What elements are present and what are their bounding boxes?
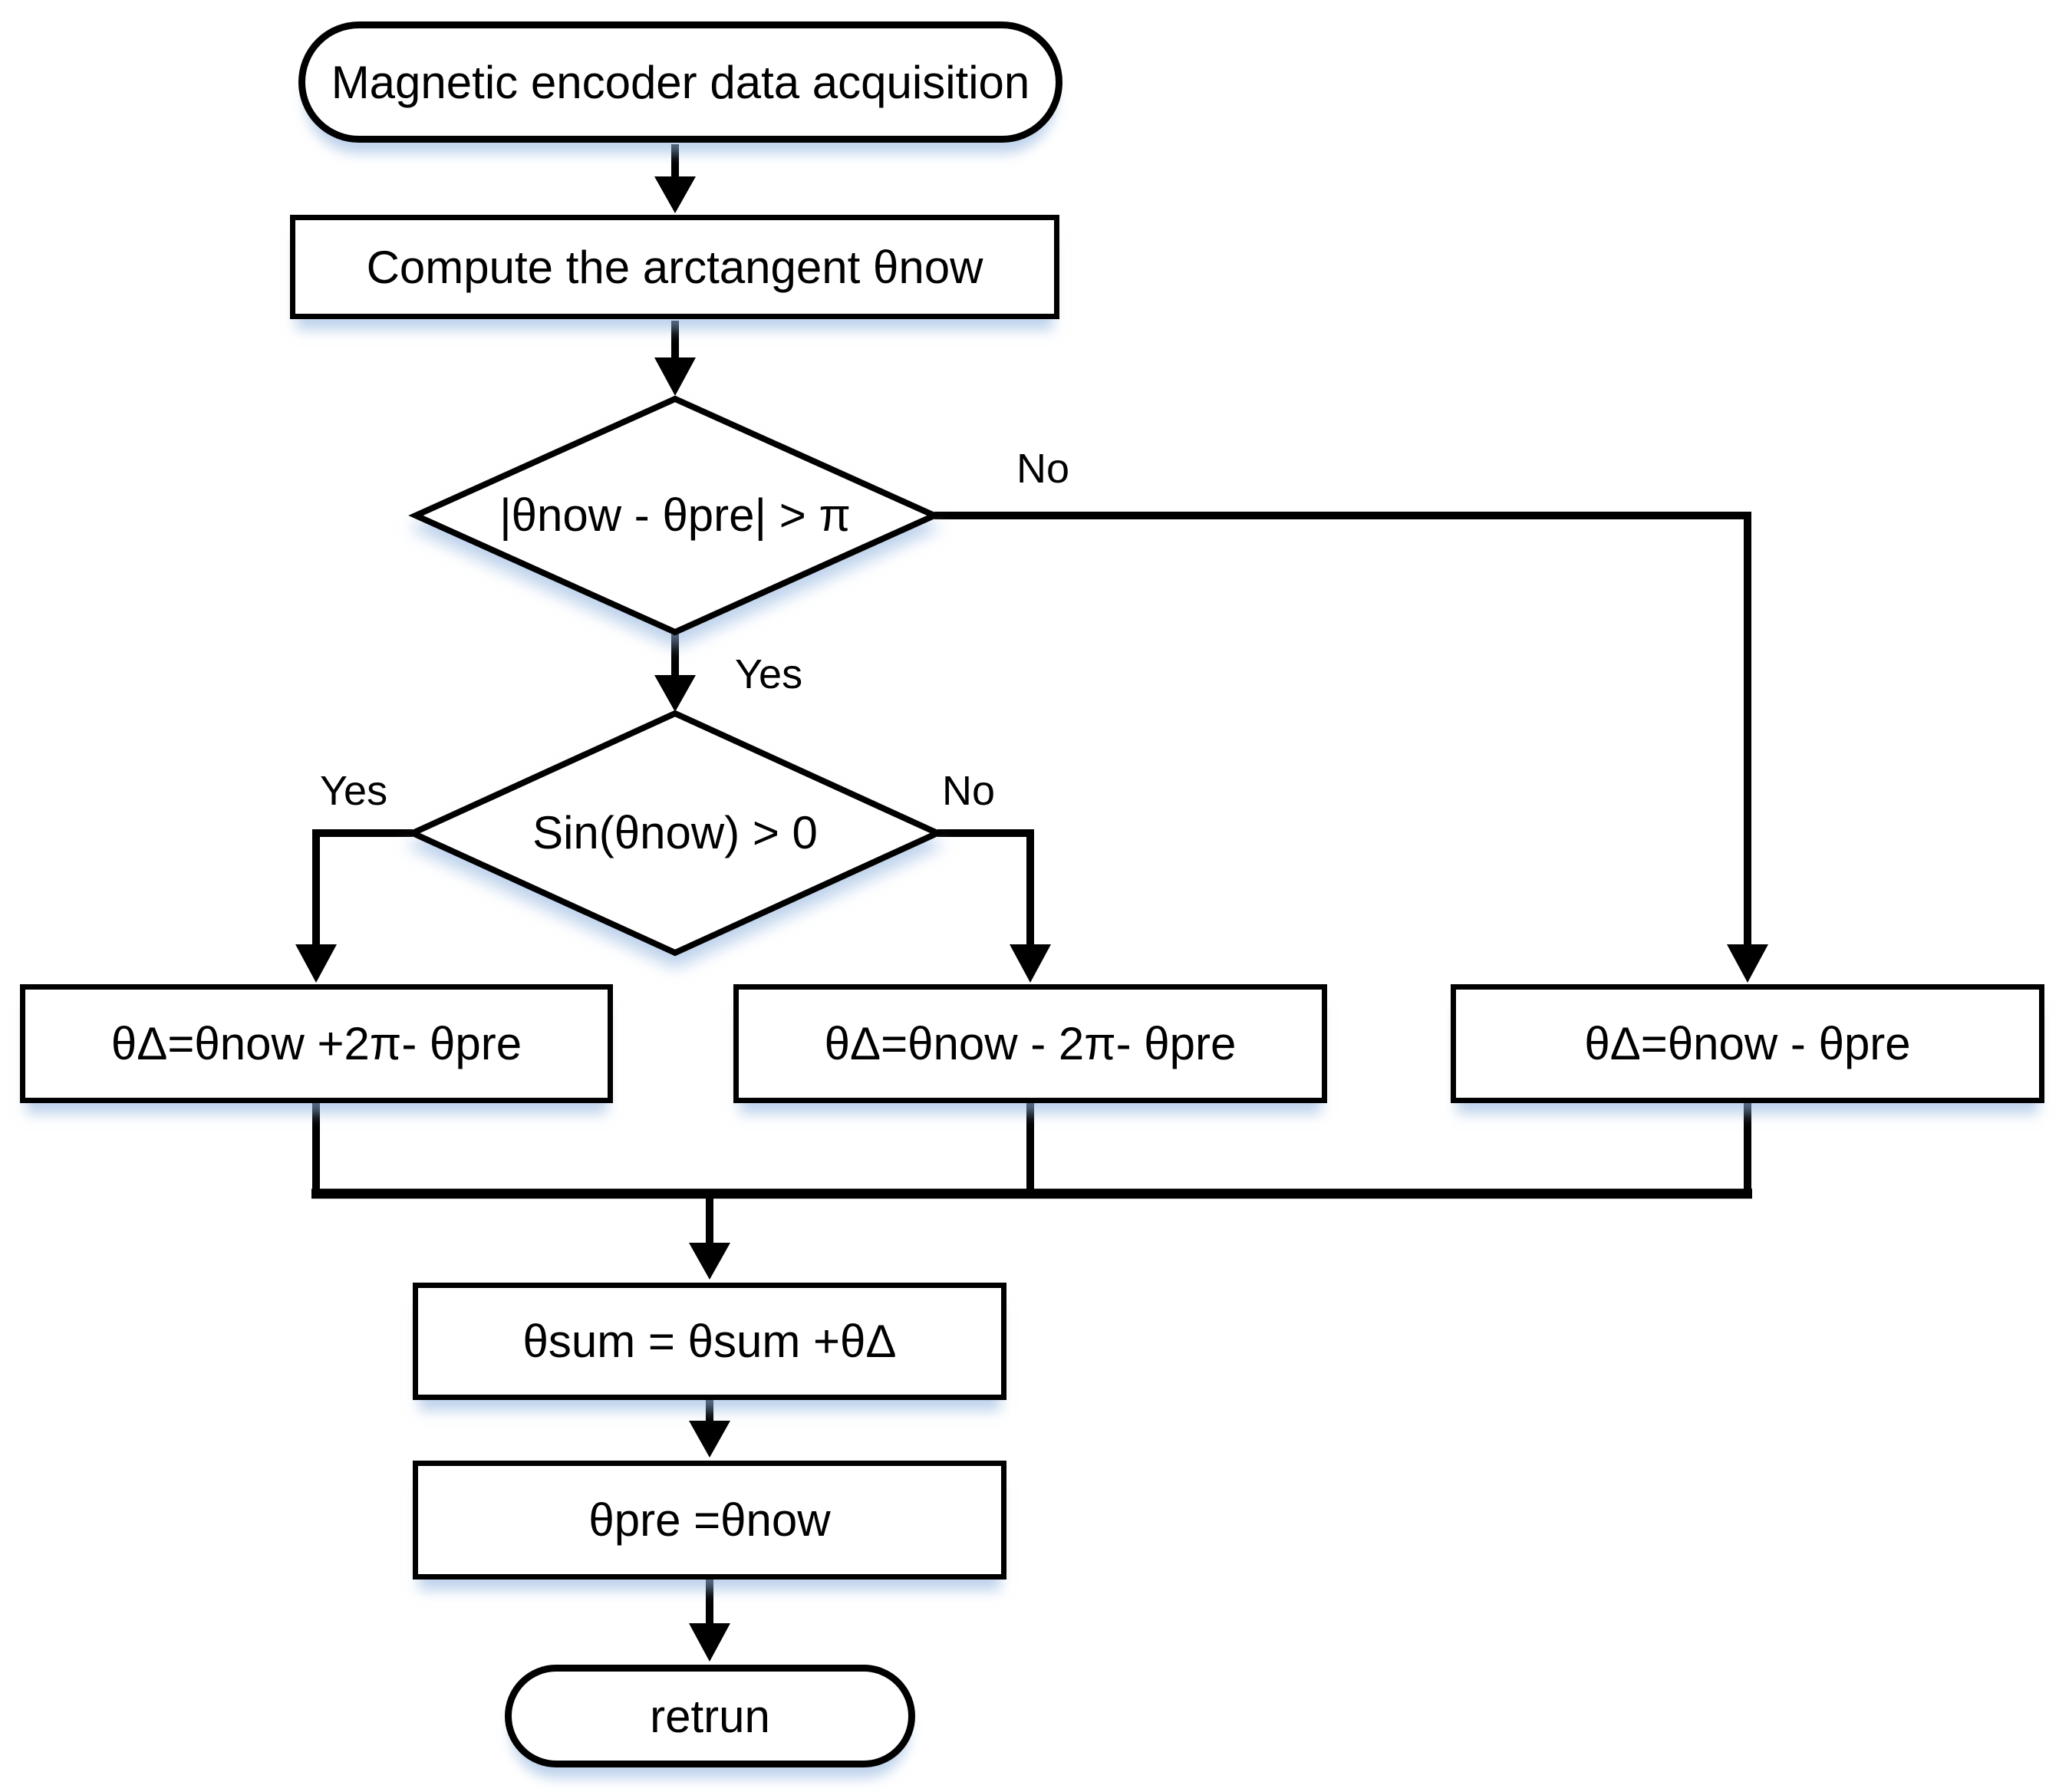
arrow-head [654, 176, 696, 213]
arrow-head [1727, 944, 1768, 983]
node-delta-plain-label: θΔ=θnow - θpre [1584, 1018, 1911, 1069]
node-update-pre: θpre =θnow [413, 1461, 1006, 1580]
arrow-head [689, 1623, 730, 1662]
node-wrap-check: |θnow - θpre| > π [422, 469, 928, 562]
node-delta-plus: θΔ=θnow +2π- θpre [20, 984, 613, 1103]
node-accumulate-label: θsum = θsum +θΔ [522, 1316, 897, 1367]
node-end: retrun [505, 1665, 915, 1767]
arrow-head [1010, 944, 1051, 983]
node-start: Magnetic encoder data acquisition [298, 21, 1062, 143]
node-delta-minus: θΔ=θnow - 2π- θpre [733, 984, 1327, 1103]
arrow-head [654, 675, 696, 712]
arrow-head [295, 944, 337, 983]
edge-sign-yes [295, 829, 413, 983]
arrow-head [689, 1421, 730, 1458]
edge-label-sign-yes: Yes [320, 768, 388, 814]
node-sign-check-label: Sin(θnow) > 0 [532, 807, 818, 858]
decision-sign-shape [405, 710, 945, 957]
decision-wrap-shape [408, 395, 942, 636]
edge-label-wrap-yes: Yes [735, 651, 803, 697]
node-delta-plain: θΔ=θnow - θpre [1451, 984, 2044, 1103]
edge-update-end [689, 1580, 730, 1662]
arrow-head [654, 357, 696, 396]
node-delta-minus-label: θΔ=θnow - 2π- θpre [824, 1018, 1237, 1069]
node-delta-plus-label: θΔ=θnow +2π- θpre [110, 1018, 522, 1069]
node-end-label: retrun [650, 1690, 770, 1742]
node-sign-check: Sin(θnow) > 0 [422, 787, 928, 879]
node-start-label: Magnetic encoder data acquisition [331, 56, 1030, 108]
node-wrap-check-label: |θnow - θpre| > π [499, 489, 851, 541]
edge-wrap-yes [654, 632, 696, 712]
edge-merge-accumulate [311, 1103, 1752, 1280]
edge-compute-wrap [654, 321, 696, 396]
edge-sign-no [937, 829, 1051, 983]
edge-label-wrap-no: No [1016, 446, 1070, 492]
edge-start-compute [654, 144, 696, 213]
node-update-pre-label: θpre =θnow [588, 1494, 831, 1546]
node-compute-label: Compute the arctangent θnow [366, 241, 983, 293]
arrow-head [689, 1243, 730, 1280]
node-accumulate: θsum = θsum +θΔ [413, 1283, 1006, 1400]
edge-accumulate-update [689, 1400, 730, 1458]
edge-label-sign-no: No [942, 768, 996, 814]
edge-wrap-no [934, 512, 1768, 983]
node-compute: Compute the arctangent θnow [290, 215, 1059, 319]
